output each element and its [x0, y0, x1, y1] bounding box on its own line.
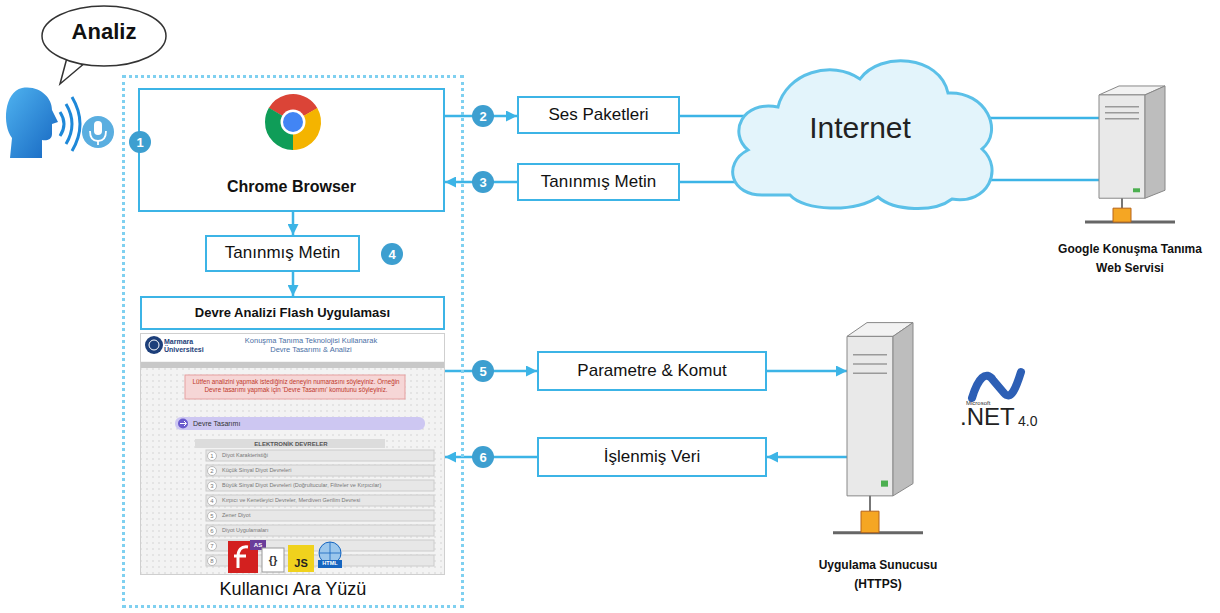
node-text: Internet — [720, 113, 1000, 143]
callout-number: 4 — [381, 243, 403, 265]
connector — [292, 272, 295, 296]
process-box: Tanınmış Metin — [205, 235, 360, 272]
node-text: Devre Analizi Flash Uygulaması — [195, 306, 390, 320]
node-text: Marmara Üniversitesi — [164, 338, 208, 353]
item-number: 5 — [207, 511, 217, 521]
speaker-icon — [6, 88, 80, 158]
chrome-logo — [274, 103, 312, 141]
node-text: Parametre & Komut — [577, 362, 726, 381]
dotnet-logo — [972, 372, 1021, 398]
menu-item: Diyot Uygulamaları — [222, 527, 268, 534]
callout-number: 6 — [472, 446, 494, 468]
connector — [767, 370, 847, 373]
logo-text: .NET — [960, 405, 1015, 429]
callout-number: 5 — [472, 360, 494, 382]
item-number: 6 — [207, 526, 217, 536]
node-text: Uygulama Sunucusu (HTTPS) — [813, 556, 943, 594]
process-box: Ses Paketleri — [517, 96, 680, 134]
server: Uygulama Sunucusu (HTTPS) — [833, 318, 923, 548]
menu-item: Diyot Karakteristiği — [222, 452, 268, 459]
connector — [767, 456, 847, 459]
user-interface-frame: Kullanıcı Ara Yüzü Chrome BrowserTanınmış… — [122, 75, 464, 608]
node-text: Google Konuşma Tanıma Web Servisi — [1055, 240, 1205, 278]
speech-bubble: Analiz — [40, 4, 168, 68]
icon-text: {} — [269, 555, 278, 566]
icon-text: AS — [254, 542, 262, 548]
node-text: Tanınmış Metin — [541, 173, 656, 192]
connector — [292, 212, 295, 235]
internet-cloud: Internet — [720, 45, 1000, 210]
item-number: 3 — [207, 481, 217, 491]
process-box: Devre Analizi Flash Uygulaması — [140, 296, 445, 330]
process-box: Parametre & Komut — [537, 351, 767, 391]
node-text: Devre Tasarımı — [193, 420, 240, 428]
node-text: Konuşma Tanıma Teknolojisi Kullanarak De… — [236, 337, 386, 354]
item-number: 1 — [207, 451, 217, 461]
icon-text: JS — [294, 558, 307, 569]
menu-item: Büyük Sinyal Diyot Devreleri (Doğrultucu… — [222, 482, 381, 489]
server-icon — [1085, 83, 1175, 232]
callout-number: 1 — [129, 131, 151, 153]
node-text: Ses Paketleri — [548, 106, 648, 125]
process-box: İşlenmiş Veri — [537, 437, 767, 477]
item-number: 8 — [207, 556, 217, 566]
microphone-icon — [82, 116, 114, 148]
server-icon — [833, 318, 923, 548]
item-number: 4 — [207, 496, 217, 506]
menu-item: Zener Diyot — [222, 512, 250, 519]
node-text: İşlenmiş Veri — [604, 448, 700, 467]
callout-number: 2 — [472, 105, 494, 127]
app-screenshot — [140, 333, 445, 575]
node-text: Tanınmış Metin — [225, 244, 340, 263]
browser-box: Chrome Browser — [138, 88, 445, 212]
process-box: Tanınmış Metin — [517, 163, 680, 201]
node-text: Kullanıcı Ara Yüzü — [125, 579, 461, 601]
item-number: 2 — [207, 466, 217, 476]
callout-number: 3 — [472, 171, 494, 193]
technology-icons — [228, 540, 342, 573]
node-text: Analiz — [40, 21, 168, 43]
menu-item: Kırpıcı ve Kenetleyici Devreler, Merdive… — [222, 497, 360, 504]
menu-item: Küçük Sinyal Diyot Devreleri — [222, 467, 291, 474]
app-screen: Marmara Üniversitesi Konuşma Tanıma Tekno… — [140, 333, 445, 575]
node-text: Chrome Browser — [140, 178, 443, 196]
node-text: Lütfen analizini yapmak istediğiniz dene… — [189, 378, 403, 394]
logo-text: 4.0 — [1018, 414, 1037, 428]
item-number: 7 — [207, 541, 217, 551]
server: Google Konuşma Tanıma Web Servisi — [1085, 83, 1175, 232]
icon-text: HTML — [322, 561, 337, 567]
node-text: ELEKTRONİK DEVRELER — [196, 441, 386, 448]
